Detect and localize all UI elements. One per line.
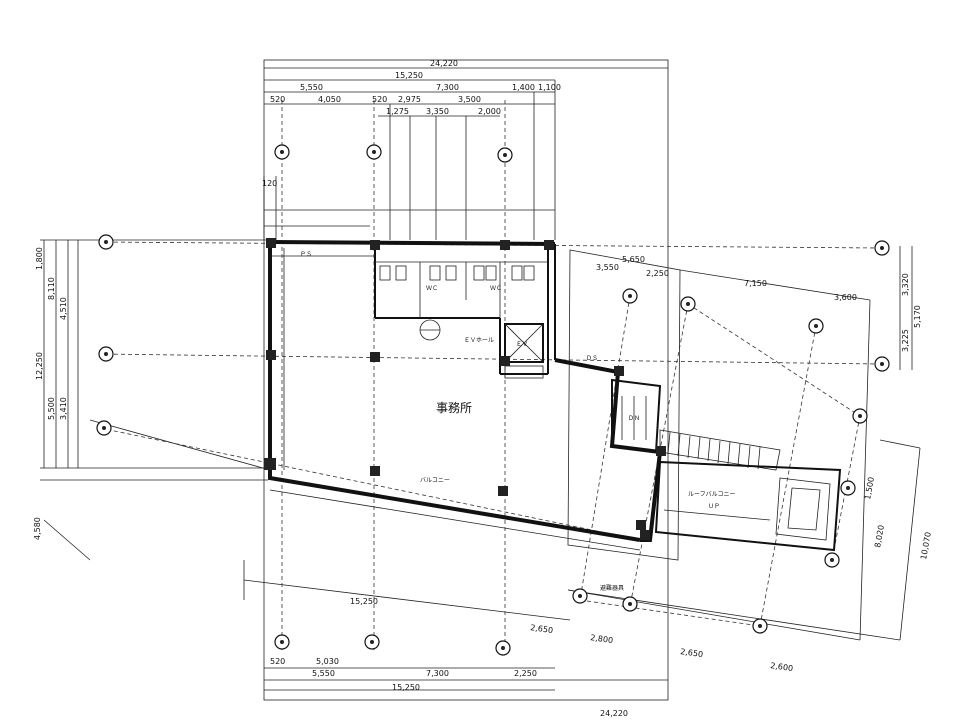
- dim-left-4: 5,500: [47, 397, 56, 420]
- dim-top-row3-2: 1,400: [512, 83, 535, 92]
- grid-marker: [808, 318, 824, 334]
- grid-marker: [572, 588, 588, 604]
- grid-marker: [98, 234, 114, 250]
- dim-top-row5-2: 2,000: [478, 107, 501, 116]
- room-label-office: 事務所: [436, 401, 472, 415]
- dim-lower-right-2: 10,070: [919, 531, 933, 560]
- dim-bottom-row1-3: 2,250: [514, 669, 537, 678]
- dim-top-row4-2: 520: [372, 95, 387, 104]
- grid-marker: [98, 346, 114, 362]
- dim-right-top-2: 2,250: [646, 269, 669, 278]
- grid-marker: [274, 634, 290, 650]
- dim-lower-diag-0: 15,250: [350, 597, 378, 606]
- label-wc-1: ＷＣ: [426, 285, 438, 292]
- grid-marker: [874, 240, 890, 256]
- label-up: ＵＰ: [708, 503, 720, 510]
- dim-top-second: 15,250: [395, 71, 423, 80]
- dim-left-2: 4,510: [59, 297, 68, 320]
- dim-bottom-row1-2: 7,300: [426, 669, 449, 678]
- label-escape-device: 避難器具: [600, 584, 624, 592]
- dim-lower-right-0: 1,500: [863, 476, 876, 500]
- grid-marker: [752, 618, 768, 634]
- structural-columns: [264, 238, 666, 540]
- dim-left-3: 12,250: [35, 352, 44, 380]
- dim-bottom-row2-1: 15,250: [392, 683, 420, 692]
- label-ev: ＥＶ: [516, 341, 528, 348]
- dim-top-row3-0: 5,550: [300, 83, 323, 92]
- dim-top-row3-1: 7,300: [436, 83, 459, 92]
- dim-bottom-overall: 24,220: [600, 709, 628, 718]
- label-dn: ＤＮ: [628, 415, 640, 422]
- grid-marker: [495, 640, 511, 656]
- dim-top-row4-4: 3,500: [458, 95, 481, 104]
- label-balcony: バルコニー: [420, 477, 450, 484]
- dim-left-misc-0: 4,580: [33, 517, 42, 540]
- dim-left-misc-1: 120: [262, 179, 277, 188]
- dim-right-side-0: 3,320: [901, 273, 910, 296]
- dim-right-side-1: 5,170: [913, 305, 922, 328]
- label-ds: ＤＳ: [586, 355, 598, 362]
- dim-top-row5-1: 3,350: [426, 107, 449, 116]
- label-ev-hall: ＥＶホール: [464, 337, 494, 344]
- label-wc-2: ＷＣ: [490, 285, 502, 292]
- dim-lower-diag-1: 2,650: [530, 623, 554, 635]
- grid-marker: [497, 147, 513, 163]
- dim-lower-right-1: 8,020: [873, 524, 886, 548]
- dim-right-top-3: 7,150: [744, 279, 767, 288]
- dim-bottom-row2-0: 5,550: [312, 669, 335, 678]
- label-ps: ＰＳ: [300, 251, 312, 258]
- grid-marker: [366, 144, 382, 160]
- dim-right-top-0: 5,650: [622, 255, 645, 264]
- grid-marker: [364, 634, 380, 650]
- grid-marker: [274, 144, 290, 160]
- grid-marker: [874, 356, 890, 372]
- dim-right-top-1: 3,550: [596, 263, 619, 272]
- stair-treads: [667, 431, 761, 470]
- grid-markers: [96, 144, 890, 656]
- dim-lower-diag-4: 2,600: [770, 661, 794, 673]
- label-roof-balcony: ルーフバルコニー: [688, 491, 736, 498]
- dim-lower-diag-2: 2,800: [590, 633, 614, 645]
- grid-marker: [840, 480, 856, 496]
- dim-left-0: 1,800: [35, 247, 44, 270]
- grid-marker: [622, 288, 638, 304]
- room-labels: 事務所 ＥＶホール ＰＳ ＷＣ ＷＣ バルコニー ＥＶ ＤＳ ルーフバルコニー …: [300, 251, 736, 592]
- dim-left-1: 8,110: [47, 277, 56, 300]
- dimension-frames: [40, 59, 921, 701]
- dim-top-row4-1: 4,050: [318, 95, 341, 104]
- dim-left-5: 3,410: [59, 397, 68, 420]
- dim-top-row5-0: 1,275: [386, 107, 409, 116]
- dim-top-row3-3: 1,100: [538, 83, 561, 92]
- dim-bottom-row1-0: 520: [270, 657, 285, 666]
- dim-top-overall: 24,220: [430, 59, 458, 68]
- dim-bottom-row1-1: 5,030: [316, 657, 339, 666]
- grid-lines: [99, 80, 881, 650]
- dim-right-top-4: 3,600: [834, 293, 857, 302]
- dim-lower-diag-3: 2,650: [680, 647, 704, 659]
- building-walls: [268, 240, 842, 552]
- dim-right-side-2: 3,225: [901, 329, 910, 352]
- grid-marker: [852, 408, 868, 424]
- dimension-labels: 24,220 15,250 5,550 7,300 1,400 1,100 52…: [33, 59, 933, 718]
- dim-top-row4-0: 520: [270, 95, 285, 104]
- grid-marker: [622, 596, 638, 612]
- grid-marker: [824, 552, 840, 568]
- grid-marker: [680, 296, 696, 312]
- dim-top-row4-3: 2,975: [398, 95, 421, 104]
- grid-marker: [96, 420, 112, 436]
